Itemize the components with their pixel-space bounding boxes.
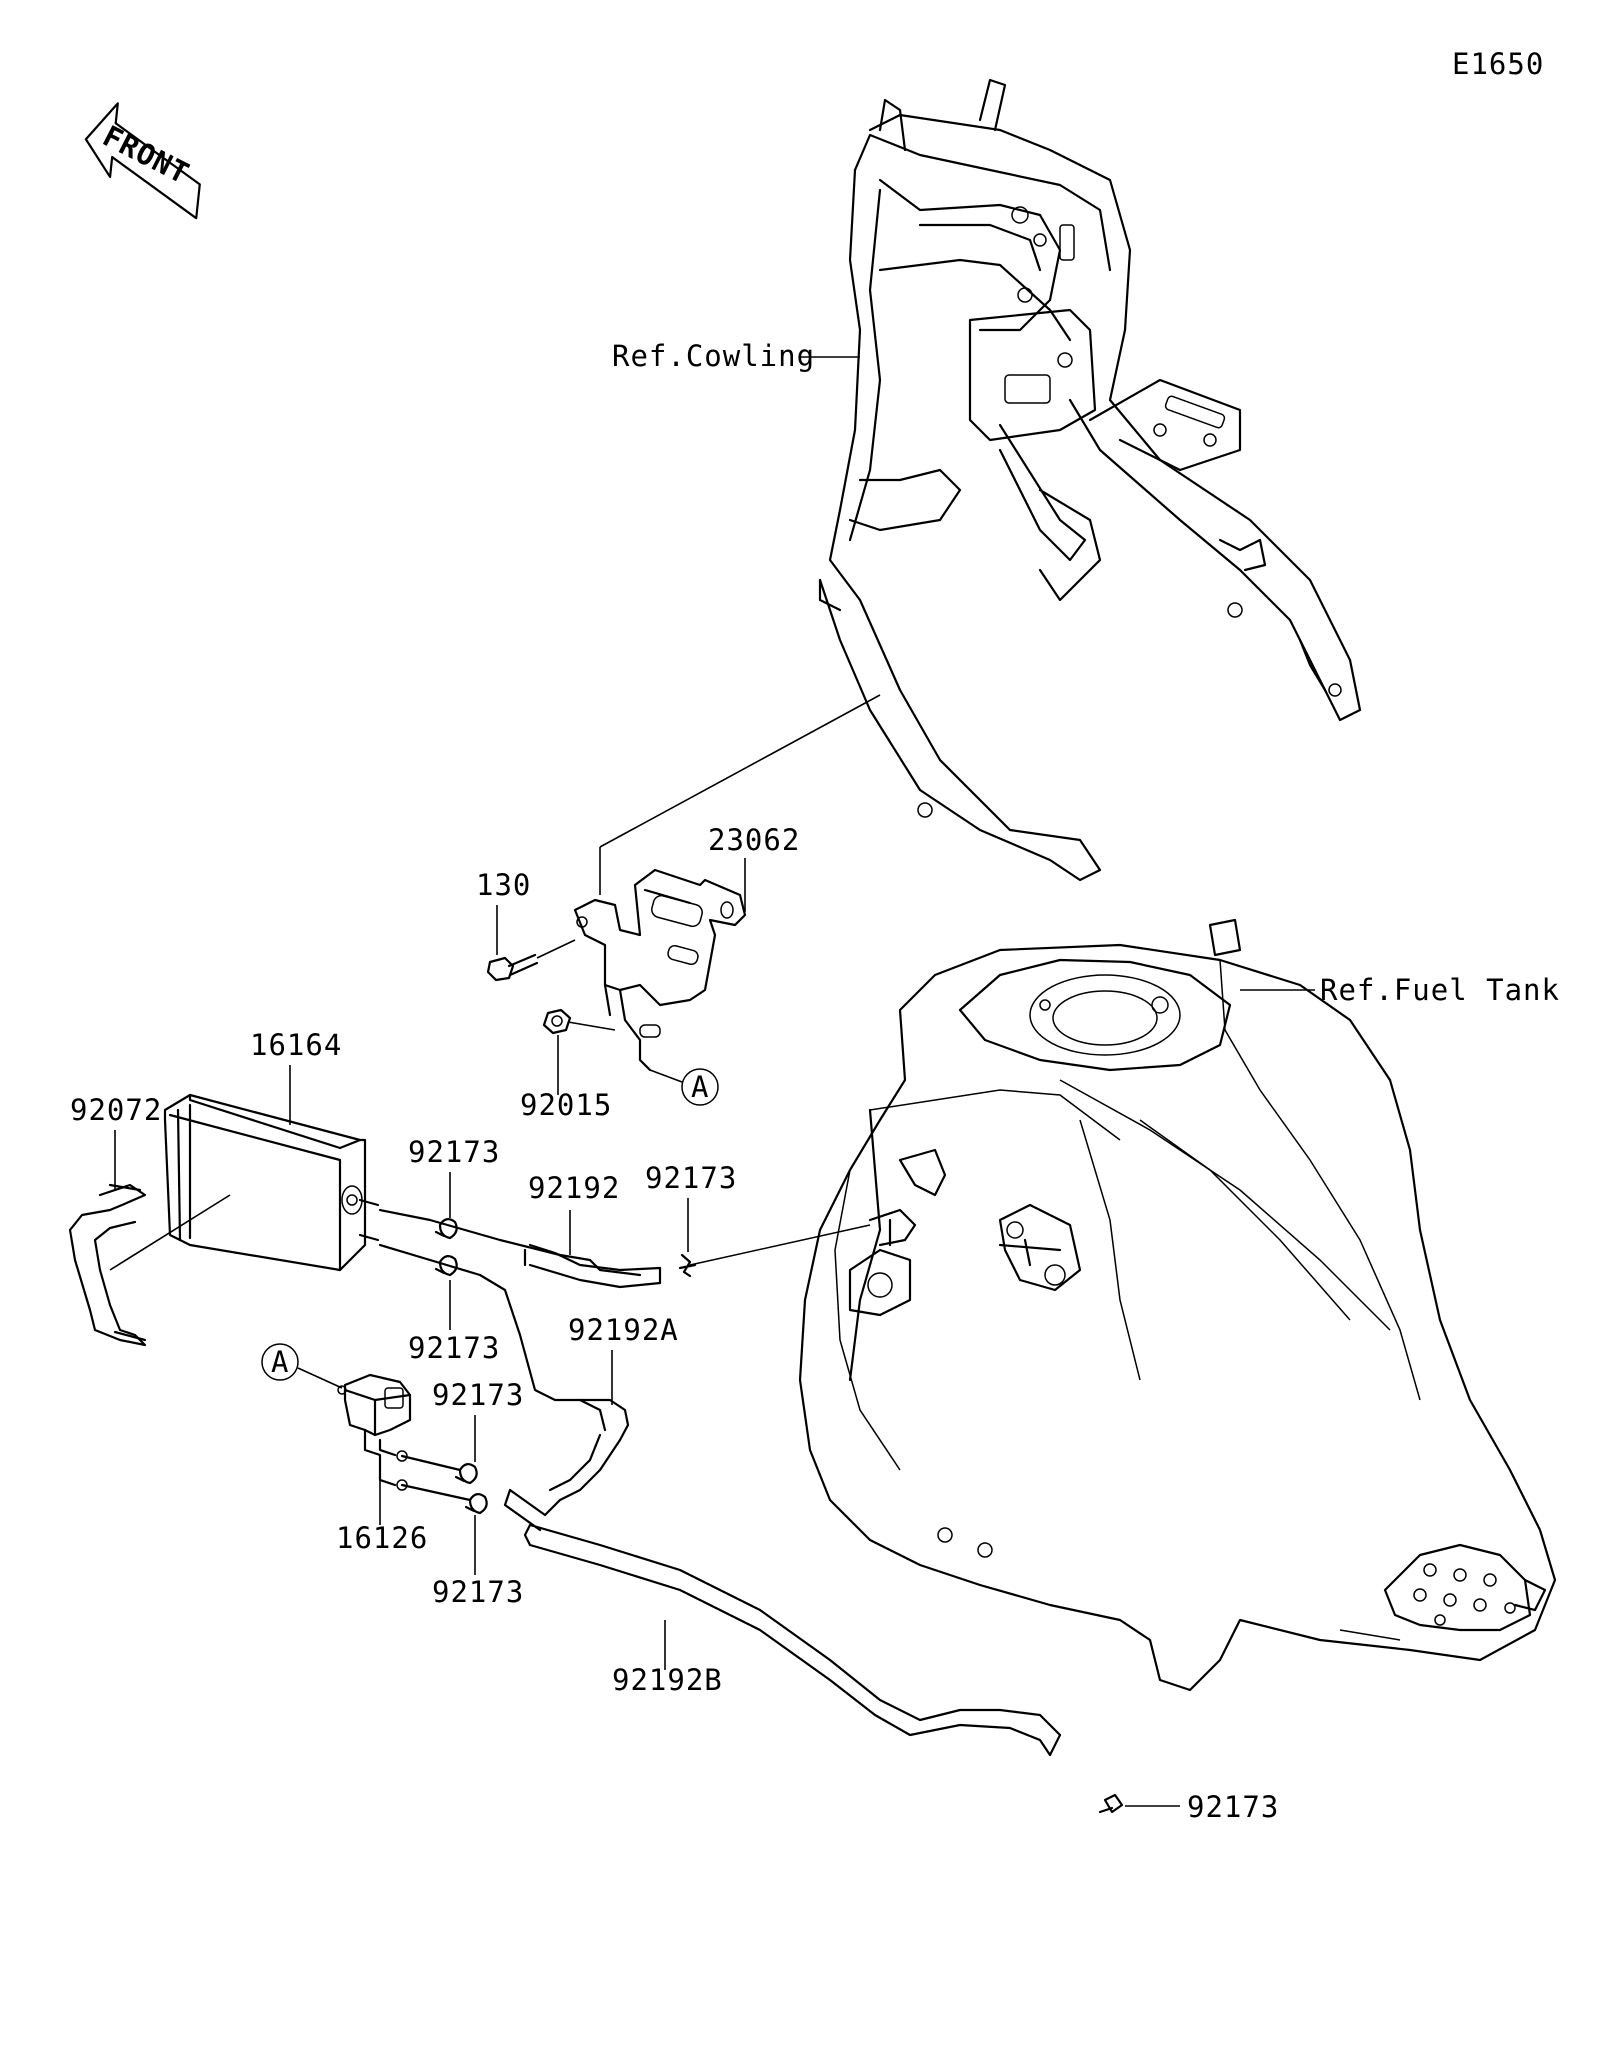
bracket-23062 [573, 868, 747, 1072]
label-92072: 92072 [70, 1093, 162, 1127]
label-92173-e: 92173 [432, 1575, 524, 1609]
canister-16164 [163, 1093, 380, 1272]
callout-a-bottom: A [261, 1343, 343, 1389]
front-arrow-icon: FRONT [84, 102, 201, 220]
label-ref-fuel-tank: Ref.Fuel Tank [1320, 973, 1560, 1007]
clamp-92173-d [454, 1463, 478, 1485]
clamp-92173-e [464, 1493, 488, 1515]
clamp-92173-c [678, 1253, 697, 1278]
label-92192B: 92192B [612, 1663, 723, 1697]
label-92192A: 92192A [568, 1313, 679, 1347]
label-16164: 16164 [250, 1028, 342, 1062]
clamp-92173-f [1098, 1793, 1124, 1814]
label-92173-f: 92173 [1187, 1790, 1279, 1824]
label-92173-c: 92173 [645, 1161, 737, 1195]
clamp-92173-a [434, 1218, 458, 1240]
clamp-92173-b [434, 1255, 458, 1277]
label-ref-cowling: Ref.Cowling [612, 339, 815, 373]
strap-92072 [68, 1183, 147, 1347]
hose-92192a [378, 1243, 630, 1532]
bolt-130 [486, 953, 539, 982]
label-23062: 23062 [708, 823, 800, 857]
cowling-frame [818, 78, 1362, 882]
diagram-code: E1650 [1452, 47, 1544, 81]
hose-92192b [523, 1523, 1062, 1757]
nut-92015 [542, 1008, 572, 1035]
hose-92192 [378, 1208, 871, 1289]
callout-a-top: A [649, 1068, 719, 1106]
label-92173-a: 92173 [408, 1135, 500, 1169]
label-16126: 16126 [336, 1521, 428, 1555]
svg-text:A: A [691, 1070, 709, 1104]
label-92192: 92192 [528, 1171, 620, 1205]
label-92173-d: 92173 [432, 1378, 524, 1412]
label-92015: 92015 [520, 1088, 612, 1122]
svg-text:A: A [271, 1345, 289, 1379]
valve-16126 [337, 1373, 472, 1502]
label-92173-b: 92173 [408, 1331, 500, 1365]
fuel-tank [798, 918, 1557, 1692]
label-130: 130 [476, 868, 531, 902]
